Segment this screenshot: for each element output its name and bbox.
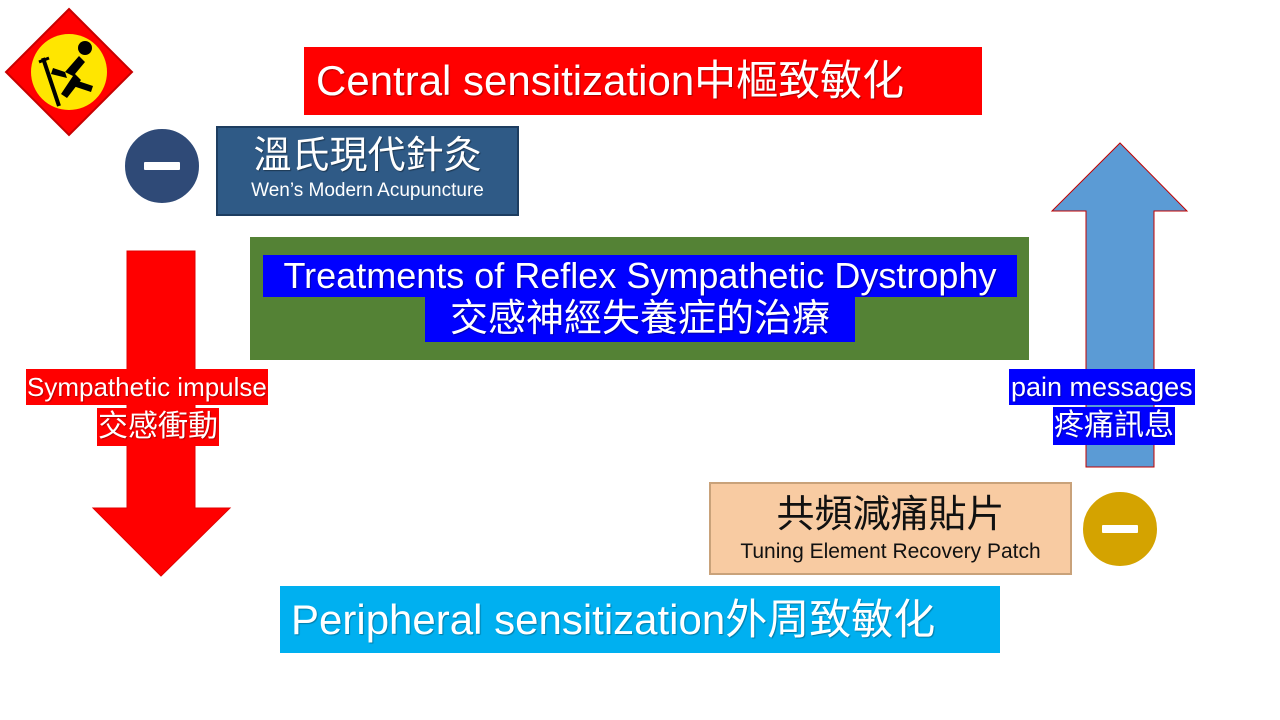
wen-en-label: Wen’s Modern Acupuncture [251,180,484,201]
wen-zh-label: 溫氏現代針灸 [253,135,482,177]
minus-icon [1081,490,1159,568]
peripheral-sensitization-text: Peripheral sensitization外周致敏化 [291,596,936,643]
patch-zh-label: 共頻減痛貼片 [776,494,1005,536]
sympathetic-impulse-label: Sympathetic impulse [26,369,268,405]
minus-icon [123,127,201,205]
tuning-patch-box: 共頻減痛貼片 Tuning Element Recovery Patch [709,482,1072,575]
sympathetic-impulse-zh-label: 交感衝動 [97,408,219,446]
wens-modern-acupuncture-box: 溫氏現代針灸 Wen’s Modern Acupuncture [216,126,519,216]
title-box: Treatments of Reflex Sympathetic Dystrop… [250,237,1029,360]
pain-messages-zh-label: 疼痛訊息 [1053,407,1175,445]
central-sensitization-text: Central sensitization中樞致敏化 [316,57,905,104]
peripheral-sensitization-banner: Peripheral sensitization外周致敏化 [280,586,1000,653]
central-sensitization-banner: Central sensitization中樞致敏化 [304,47,982,115]
title-zh: 交感神經失養症的治療 [425,297,855,342]
crutch-figure-icon [38,41,93,107]
logo [4,7,134,137]
title-en: Treatments of Reflex Sympathetic Dystrop… [263,255,1017,297]
pain-messages-label: pain messages [1009,369,1195,405]
patch-en-label: Tuning Element Recovery Patch [740,540,1041,563]
